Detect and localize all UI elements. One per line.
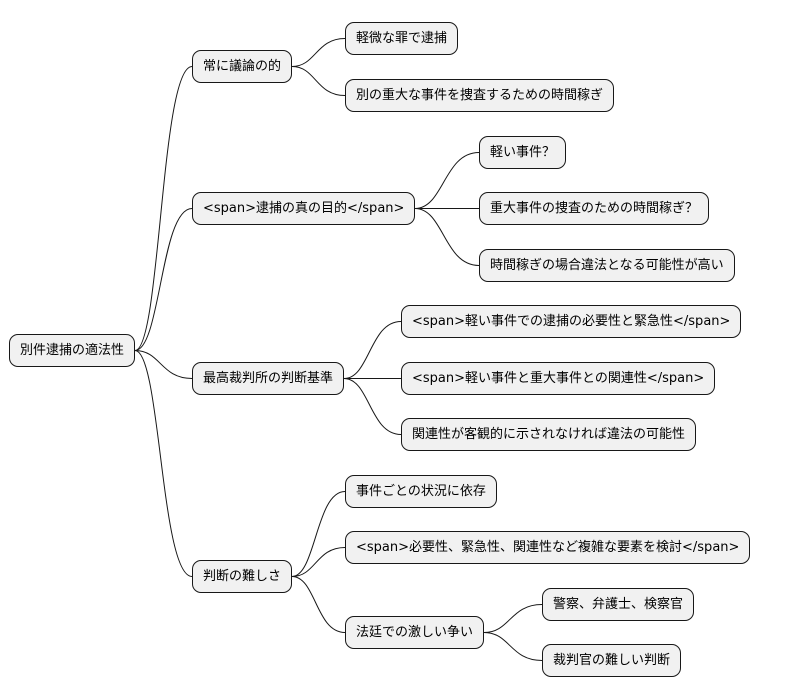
connector-line	[134, 66, 193, 351]
leaf-node: 時間稼ぎの場合違法となる可能性が高い	[479, 249, 735, 282]
leaf-node: <span>必要性、緊急性、関連性など複雑な要素を検討</span>	[345, 531, 751, 564]
leaf-node: 警察、弁護士、検察官	[542, 588, 695, 621]
connector-line	[291, 576, 346, 633]
branch-node: 判断の難しさ	[192, 560, 293, 593]
connector-line	[291, 38, 346, 67]
connector-line	[291, 547, 346, 577]
connector-line	[291, 66, 346, 96]
branch-node: 常に議論の的	[192, 50, 293, 83]
branch-node: 最高裁判所の判断基準	[192, 362, 345, 395]
leaf-node: 重大事件の捜査のための時間稼ぎ？	[479, 192, 710, 225]
leaf-node: 軽い事件？	[479, 136, 567, 169]
connector-line	[414, 208, 480, 266]
branch-node: <span>逮捕の真の目的</span>	[192, 192, 416, 225]
root-node: 別件逮捕の適法性	[9, 334, 136, 367]
leaf-node: 関連性が客観的に示されなければ違法の可能性	[401, 418, 697, 451]
subbranch-node: 法廷での激しい争い	[345, 616, 485, 649]
connector-line	[134, 350, 193, 379]
leaf-node: 軽微な罪で逮捕	[345, 22, 459, 55]
connector-line	[134, 208, 193, 351]
connector-line	[483, 604, 543, 633]
connector-line	[134, 350, 193, 577]
connector-line	[343, 378, 402, 435]
connector-line	[414, 152, 480, 209]
leaf-node: <span>軽い事件と重大事件との関連性</span>	[401, 362, 716, 395]
connector-line	[291, 491, 346, 577]
connector-line	[343, 321, 402, 379]
connector-line	[483, 632, 543, 661]
leaf-node: 別の重大な事件を捜査するための時間稼ぎ	[345, 79, 615, 112]
leaf-node: 裁判官の難しい判断	[542, 644, 682, 677]
leaf-node: 事件ごとの状況に依存	[345, 475, 497, 508]
leaf-node: <span>軽い事件での逮捕の必要性と緊急性</span>	[401, 305, 742, 338]
